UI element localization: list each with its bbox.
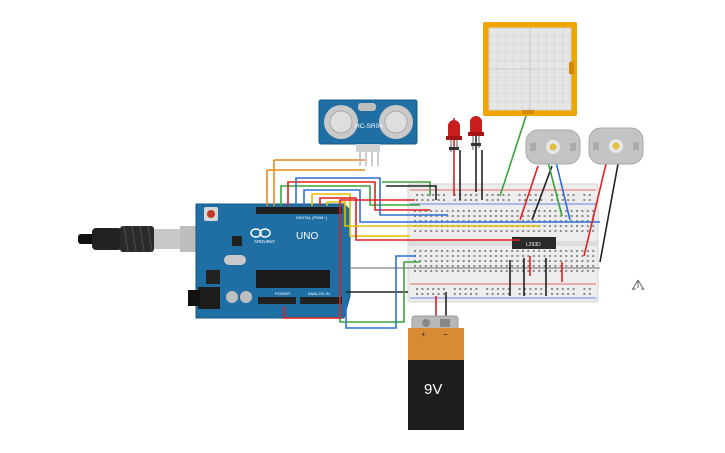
wires xyxy=(266,115,619,329)
ultrasonic-sensor[interactable]: HC-SR04 xyxy=(318,99,418,166)
battery-plus-label: + xyxy=(421,330,426,339)
uno-label: UNO xyxy=(296,231,318,242)
cursor-icon xyxy=(631,279,645,291)
sensor-model-label: HC-SR04 xyxy=(355,123,383,130)
led-icon[interactable] xyxy=(446,120,462,152)
arduino-logo-icon xyxy=(250,228,271,238)
power-header-label: POWER xyxy=(275,291,290,296)
battery-minus-label: − xyxy=(443,330,448,339)
led-icon[interactable] xyxy=(468,116,484,150)
arduino-label: ARDUINO xyxy=(254,239,275,244)
digital-header-label: DIGITAL (PWM~) xyxy=(296,215,328,220)
driver-ic[interactable]: L293D xyxy=(512,237,556,249)
usb-cable-icon xyxy=(78,225,216,253)
dc-motor-icon[interactable] xyxy=(525,129,581,165)
oscilloscope-icon[interactable] xyxy=(483,22,577,116)
oscilloscope-grid xyxy=(489,28,571,110)
breadboard[interactable] xyxy=(407,183,599,303)
dc-motor-icon[interactable] xyxy=(588,127,644,165)
battery-voltage-label: 9V xyxy=(424,381,442,398)
battery-9v[interactable]: + − 9V xyxy=(408,315,464,430)
driver-ic-label: L293D xyxy=(526,242,541,248)
arduino-uno-board[interactable]: UNO ARDUINO DIGITAL (PWM~) POWER ANALOG … xyxy=(188,203,351,319)
analog-header-label: ANALOG IN xyxy=(308,291,330,296)
